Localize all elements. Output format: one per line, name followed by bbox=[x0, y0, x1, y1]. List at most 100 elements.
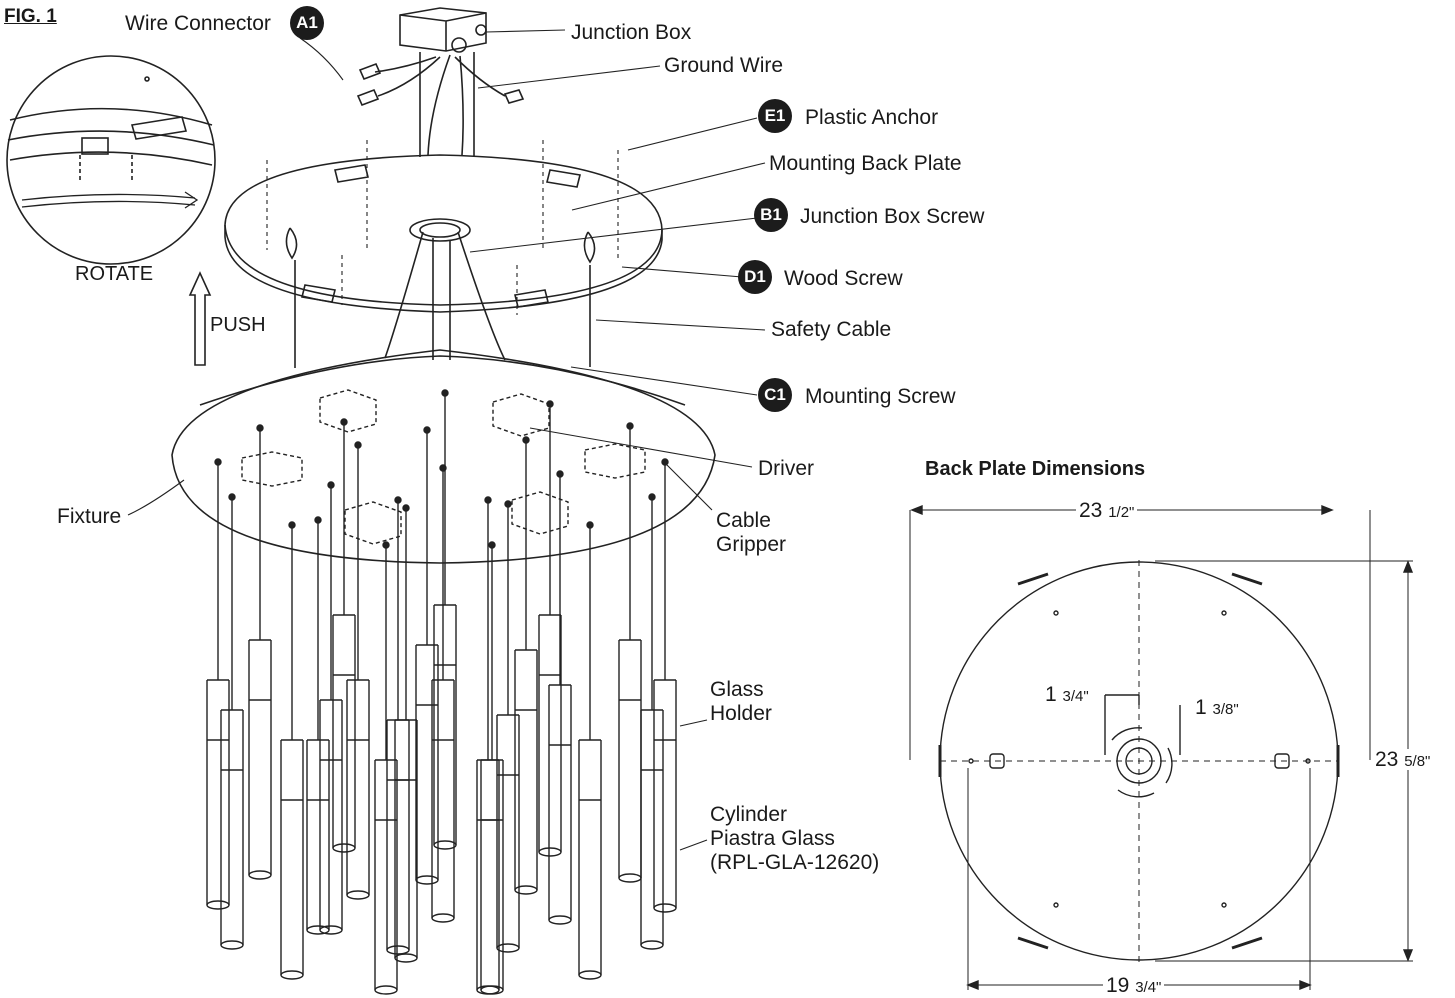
dim-inner: 19 3/4" bbox=[1103, 974, 1165, 997]
glass-cylinder bbox=[431, 679, 455, 918]
callout-mounting-screw: Mounting Screw bbox=[805, 385, 956, 408]
callout-driver: Driver bbox=[758, 457, 814, 480]
glass-cylinder-bottom bbox=[319, 925, 343, 935]
dim-height-whole: 23 bbox=[1375, 748, 1399, 771]
glass-cylinder-bottom bbox=[578, 970, 602, 980]
cable-gripper-mark bbox=[439, 464, 447, 472]
dim-width-whole: 23 bbox=[1079, 499, 1103, 522]
glass-cylinder bbox=[346, 679, 370, 895]
glass-cylinder-bottom bbox=[346, 890, 370, 900]
cable-gripper-mark bbox=[522, 436, 530, 444]
dim-offset-x-whole: 1 bbox=[1045, 683, 1057, 706]
dimensions-title: Back Plate Dimensions bbox=[925, 458, 1146, 480]
dim-offset-y-frac: 3/8" bbox=[1212, 701, 1239, 718]
dim-inner-whole: 19 bbox=[1106, 974, 1130, 997]
dim-offset-y-whole: 1 bbox=[1195, 696, 1207, 719]
glass-cylinder-bottom bbox=[206, 900, 230, 910]
cable-gripper-mark bbox=[228, 493, 236, 501]
glass-cylinder-bottom bbox=[640, 940, 664, 950]
callout-plastic-anchor: Plastic Anchor bbox=[805, 106, 939, 129]
glass-cylinder-bottom bbox=[618, 873, 642, 883]
callout-glass-holder: Glass Holder bbox=[710, 678, 772, 726]
badge-b1: B1 bbox=[754, 198, 788, 232]
glass-cylinder-bottom bbox=[538, 847, 562, 857]
cable-gripper-mark bbox=[314, 516, 322, 524]
callout-cylinder-glass: Cylinder Piastra Glass (RPL-GLA-12620) bbox=[710, 803, 880, 875]
glass-cylinder bbox=[206, 679, 230, 905]
cable-gripper-mark bbox=[214, 458, 222, 466]
detail-circle bbox=[6, 55, 216, 265]
glass-cylinder bbox=[319, 699, 343, 930]
cable-gripper-mark bbox=[504, 500, 512, 508]
dim-width: 23 1/2" bbox=[1076, 499, 1138, 522]
callout-junction-box: Junction Box bbox=[571, 21, 692, 44]
dim-offset-x-frac: 3/4" bbox=[1062, 688, 1089, 705]
glass-cylinder-bottom bbox=[394, 953, 418, 963]
glass-cylinder-bottom bbox=[496, 943, 520, 953]
cable-gripper-mark bbox=[423, 426, 431, 434]
glass-cylinder-bottom bbox=[431, 913, 455, 923]
cable-gripper-mark bbox=[288, 521, 296, 529]
glass-cylinder-bottom bbox=[415, 875, 439, 885]
glass-cylinder bbox=[653, 679, 677, 908]
glass-cylinder bbox=[618, 639, 642, 878]
glass-cylinder-bottom bbox=[476, 985, 500, 995]
badge-e1: E1 bbox=[758, 99, 792, 133]
glass-cylinder bbox=[386, 719, 410, 950]
dim-offset-x: 1 3/4" bbox=[1042, 684, 1092, 705]
cable-gripper-mark bbox=[354, 441, 362, 449]
cable-gripper-mark bbox=[327, 481, 335, 489]
dimension-diagram bbox=[909, 504, 1414, 991]
dim-inner-frac: 3/4" bbox=[1135, 979, 1162, 996]
glass-cylinder bbox=[332, 614, 356, 848]
glass-cylinder bbox=[306, 739, 330, 930]
glass-cylinder bbox=[640, 709, 664, 945]
glass-cylinder-bottom bbox=[386, 945, 410, 955]
glass-cylinder bbox=[394, 719, 418, 958]
glass-cylinder bbox=[248, 639, 272, 875]
glass-cylinder bbox=[220, 709, 244, 945]
cable-gripper-mark bbox=[556, 470, 564, 478]
push-label: PUSH bbox=[210, 314, 266, 336]
callout-wood-screw: Wood Screw bbox=[784, 267, 903, 290]
glass-cylinder-bottom bbox=[248, 870, 272, 880]
badge-c1: C1 bbox=[758, 378, 792, 412]
glass-cylinder-bottom bbox=[280, 970, 304, 980]
cable-gripper-mark bbox=[256, 424, 264, 432]
badge-a1: A1 bbox=[290, 6, 324, 40]
cable-gripper-mark bbox=[661, 458, 669, 466]
glass-cylinder bbox=[415, 644, 439, 880]
glass-cylinder-bottom bbox=[653, 903, 677, 913]
cable-gripper-mark bbox=[488, 541, 496, 549]
glass-cylinder-bottom bbox=[332, 843, 356, 853]
glass-cylinder bbox=[538, 614, 562, 852]
glass-cylinder-bottom bbox=[220, 940, 244, 950]
cable-gripper-mark bbox=[382, 541, 390, 549]
callout-junction-box-screw: Junction Box Screw bbox=[800, 205, 985, 228]
dim-width-frac: 1/2" bbox=[1108, 504, 1135, 521]
glass-cylinder-bottom bbox=[433, 840, 457, 850]
callout-safety-cable: Safety Cable bbox=[771, 318, 892, 341]
cable-gripper-mark bbox=[648, 493, 656, 501]
cable-gripper-mark bbox=[626, 422, 634, 430]
callout-mounting-back-plate: Mounting Back Plate bbox=[769, 152, 962, 175]
dim-height: 23 5/8" bbox=[1372, 748, 1434, 771]
glass-cylinder-bottom bbox=[306, 925, 330, 935]
glass-cylinder bbox=[548, 684, 572, 920]
glass-cylinder bbox=[578, 739, 602, 975]
figure-label: FIG. 1 bbox=[4, 6, 57, 27]
glass-cylinder bbox=[280, 739, 304, 975]
glass-cylinder-bottom bbox=[548, 915, 572, 925]
glass-cylinder-bottom bbox=[514, 885, 538, 895]
cable-gripper-mark bbox=[586, 521, 594, 529]
rotate-label: ROTATE bbox=[75, 263, 154, 285]
glass-cylinder bbox=[496, 714, 520, 948]
callout-ground-wire: Ground Wire bbox=[664, 54, 784, 77]
glass-cylinder bbox=[480, 759, 504, 990]
callout-cable-gripper: Cable Gripper bbox=[716, 509, 787, 557]
badge-d1: D1 bbox=[738, 260, 772, 294]
dim-height-frac: 5/8" bbox=[1404, 753, 1431, 770]
cable-gripper-mark bbox=[546, 400, 554, 408]
glass-cylinder bbox=[433, 604, 457, 845]
